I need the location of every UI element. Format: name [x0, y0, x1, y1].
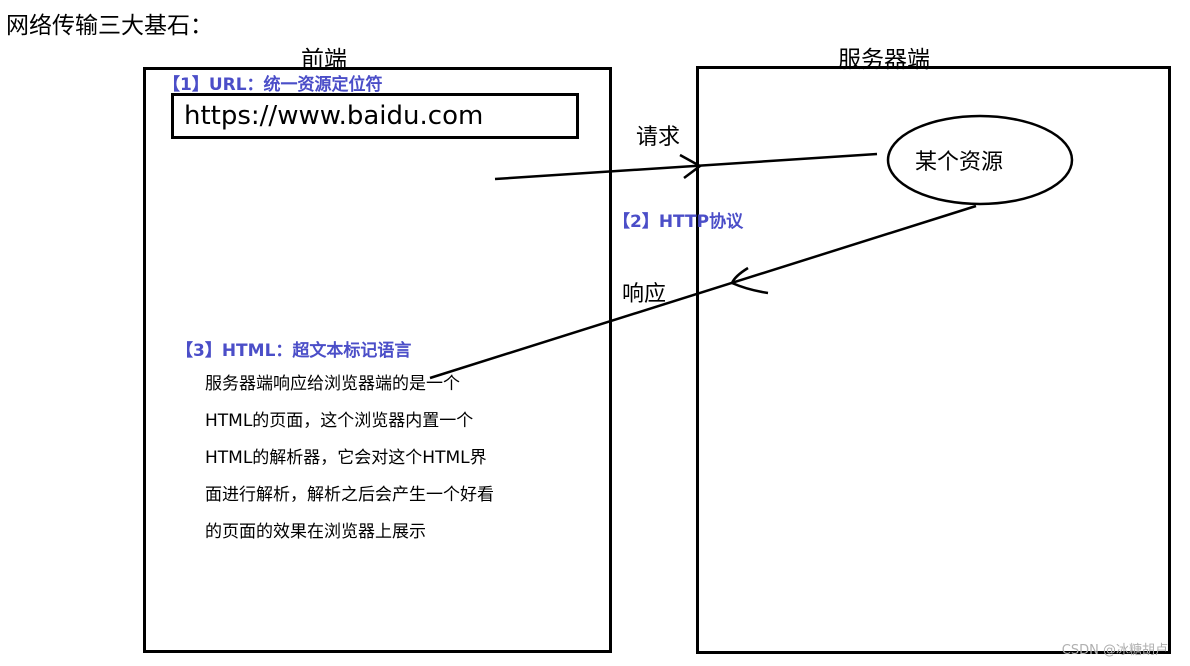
html-description-line: HTML的解析器，它会对这个HTML界: [205, 448, 487, 468]
request-label: 请求: [636, 125, 681, 150]
response-line: [429, 204, 977, 380]
resource-label: 某个资源: [915, 150, 1004, 175]
watermark: CSDN @冰糖胡卢: [1061, 643, 1168, 658]
diagram-title: 网络传输三大基石：: [6, 13, 213, 39]
html-description-line: 面进行解析，解析之后会产生一个好看: [205, 485, 494, 505]
url-heading: 【1】URL：统一资源定位符: [163, 75, 383, 95]
frontend-box: [143, 67, 612, 653]
response-arrowhead-icon: [730, 266, 769, 295]
html-description-line: HTML的页面，这个浏览器内置一个: [205, 411, 474, 431]
html-description-line: 服务器端响应给浏览器端的是一个: [205, 374, 460, 394]
html-description: 服务器端响应给浏览器端的是一个 HTML的页面，这个浏览器内置一个 HTML的解…: [205, 366, 565, 551]
resource-ellipse: [886, 114, 1074, 206]
url-address-box: https://www.baidu.com: [171, 93, 579, 139]
response-label: 响应: [622, 282, 667, 307]
html-description-line: 的页面的效果在浏览器上展示: [205, 522, 426, 542]
request-arrowhead-icon: [679, 153, 703, 179]
html-heading: 【3】HTML：超文本标记语言: [176, 341, 412, 361]
server-box: [696, 66, 1171, 654]
http-protocol-heading: 【2】HTTP协议: [613, 212, 744, 232]
request-line: [494, 152, 878, 181]
